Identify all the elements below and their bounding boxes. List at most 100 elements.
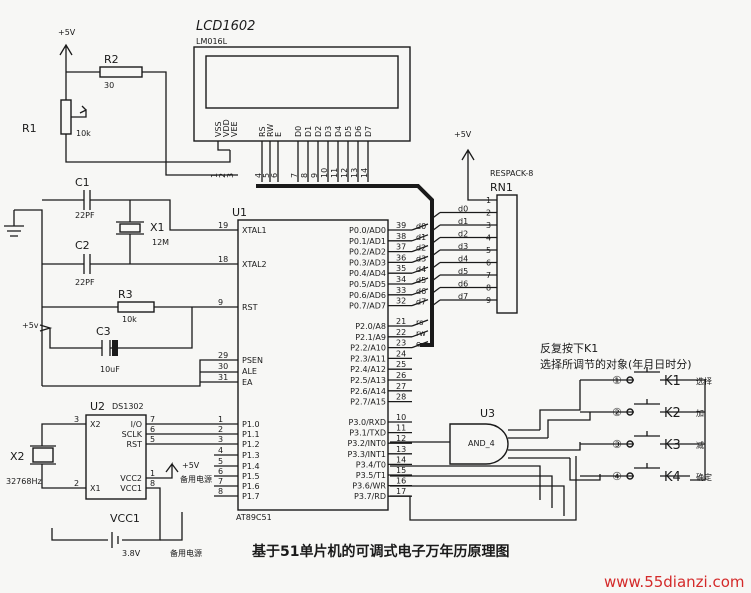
u1-pin-name-16: P3.6/WR: [352, 482, 386, 491]
u1-pin-name-29: PSEN: [242, 356, 263, 365]
u2-pin-name-sclk: SCLK: [122, 430, 143, 439]
rn1-net-d6: d6: [458, 280, 468, 289]
r2-value: 30: [104, 81, 114, 90]
key-k1-contact: [626, 376, 634, 384]
u1-pin-name-24: P2.3/A11: [350, 354, 386, 363]
u1-pin-num-35: 35: [396, 264, 406, 273]
rn1-net-d7: d7: [458, 292, 468, 301]
c2-symbol: [42, 254, 238, 274]
c3-ref: C3: [96, 325, 111, 338]
u3-body: [449, 423, 509, 465]
u2-pin-num-7: 7: [150, 415, 155, 424]
key-k3-contact: [626, 440, 634, 448]
wire-r2-right: [142, 71, 238, 176]
caption: 基于51单片机的可调式电子万年历原理图: [252, 543, 509, 560]
u1-pin-num-39: 39: [396, 221, 406, 230]
x1-symbol: [116, 200, 144, 264]
u1-pin-num-18: 18: [218, 255, 228, 264]
u2-pin-name-rst: RST: [126, 440, 142, 449]
key-k1-func: 选择: [696, 376, 712, 386]
key-k3-func: 减: [696, 440, 704, 450]
x2-body: [32, 447, 54, 463]
c3-symbol: [101, 307, 193, 356]
vcc1-backup-label: 备用电源: [170, 548, 202, 558]
u1-pin-name-6: P1.5: [242, 472, 260, 481]
rn1-bus-tap-3: [431, 224, 441, 232]
u2-pin-name-vcc1: VCC1: [120, 484, 142, 493]
rtc-u2: U2 DS1302 I/O7SCLK6RST5VCC21VCC18X23X12 …: [6, 400, 238, 541]
u1-pin-num-33: 33: [396, 286, 406, 295]
key-k4-contact: [626, 472, 634, 480]
rn1-bus-tap-5: [431, 249, 441, 257]
u1-pin-name-30: ALE: [242, 367, 257, 376]
v5-rst-label: +5v: [22, 321, 39, 330]
u1-pin-num-38: 38: [396, 232, 406, 241]
lcd-pin-label-rs: RS: [258, 126, 267, 137]
u1-pin-name-12: P3.2/INT0: [347, 439, 386, 448]
lcd-pin-label-vee: VEE: [230, 121, 239, 137]
u1-pin-name-17: P3.7/RD: [354, 492, 386, 501]
u1-pin-num-14: 14: [396, 455, 406, 464]
data-bus: [256, 184, 434, 347]
u1-pin-name-11: P3.1/TXD: [349, 429, 386, 438]
u1-bus-tap-38: [411, 234, 429, 242]
c1-symbol: [42, 190, 238, 231]
u2-pin-name-io: I/O: [131, 420, 142, 429]
u1-pin-num-32: 32: [396, 297, 406, 306]
u1-pin-num-29: 29: [218, 351, 228, 360]
u1-pin-num-24: 24: [396, 349, 406, 358]
u1-pin-name-33: P0.6/AD6: [349, 291, 386, 300]
u3-model: AND_4: [468, 439, 495, 448]
battery-symbol: [51, 528, 150, 548]
wire-ale-ea: [200, 371, 238, 383]
u1-pin-name-25: P2.4/A12: [350, 365, 386, 374]
u2-pin-num-3: 3: [74, 415, 79, 424]
and-gate-u3: U3 AND_4: [390, 407, 570, 465]
rn1-body: [496, 194, 518, 314]
u1-pin-num-27: 27: [396, 382, 406, 391]
c2-ref: C2: [75, 239, 90, 252]
u1-pin-num-13: 13: [396, 445, 406, 454]
u1-pin-num-19: 19: [218, 221, 228, 230]
u1-pin-num-8: 8: [218, 487, 223, 496]
lcd-pin-label-d4: D4: [334, 126, 343, 137]
u1-pin-name-1: P1.0: [242, 420, 260, 429]
u2-body: [85, 414, 147, 500]
vcc1-value: 3.8V: [122, 549, 141, 558]
lcd-pin-number-13: 13: [350, 168, 359, 178]
lcd-module: LCD1602 LM016L VSS1VDD2VEE3RS4RW5E6D07D1…: [193, 19, 411, 178]
u1-pin-name-2: P1.1: [242, 430, 260, 439]
u1-pin-num-9: 9: [218, 298, 223, 307]
u1-bus-tap-21: [411, 319, 429, 327]
u1-pin-name-10: P3.0/RXD: [349, 418, 386, 427]
u1-bus-tap-23: [411, 340, 429, 349]
u1-pin-name-19: XTAL1: [242, 226, 267, 235]
u2-model: DS1302: [112, 402, 144, 411]
wire-gnd-left: [14, 209, 43, 386]
u2-pin-num-8: 8: [150, 479, 155, 488]
lcd-pin-number-8: 8: [300, 173, 309, 178]
u1-pin-name-13: P3.3/INT1: [347, 450, 386, 459]
ground-symbol: [4, 210, 24, 237]
u1-pin-name-23: P2.2/A10: [350, 344, 386, 353]
x2-value: 32768Hz: [6, 477, 42, 486]
v5-rst-arrow: [39, 324, 102, 349]
lcd-pin-label-d6: D6: [354, 126, 363, 137]
lcd-pin-label-d1: D1: [304, 126, 313, 137]
r1-body: [60, 99, 72, 135]
lcd-pins: VSS1VDD2VEE3RS4RW5E6D07D18D29D310D411D51…: [210, 119, 373, 178]
u1-pin-name-3: P1.2: [242, 440, 260, 449]
u1-pin-num-22: 22: [396, 328, 406, 337]
lcd-model: LM016L: [196, 37, 228, 46]
x2-ref: X2: [10, 450, 25, 463]
clock-reset-network: C1 22PF C2 22PF X1 12M R3 10k +5v C3 10u…: [4, 176, 238, 387]
r3-body: [117, 301, 155, 313]
u1-pin-name-38: P0.1/AD1: [349, 237, 386, 246]
key-k4-switch: [580, 463, 690, 477]
